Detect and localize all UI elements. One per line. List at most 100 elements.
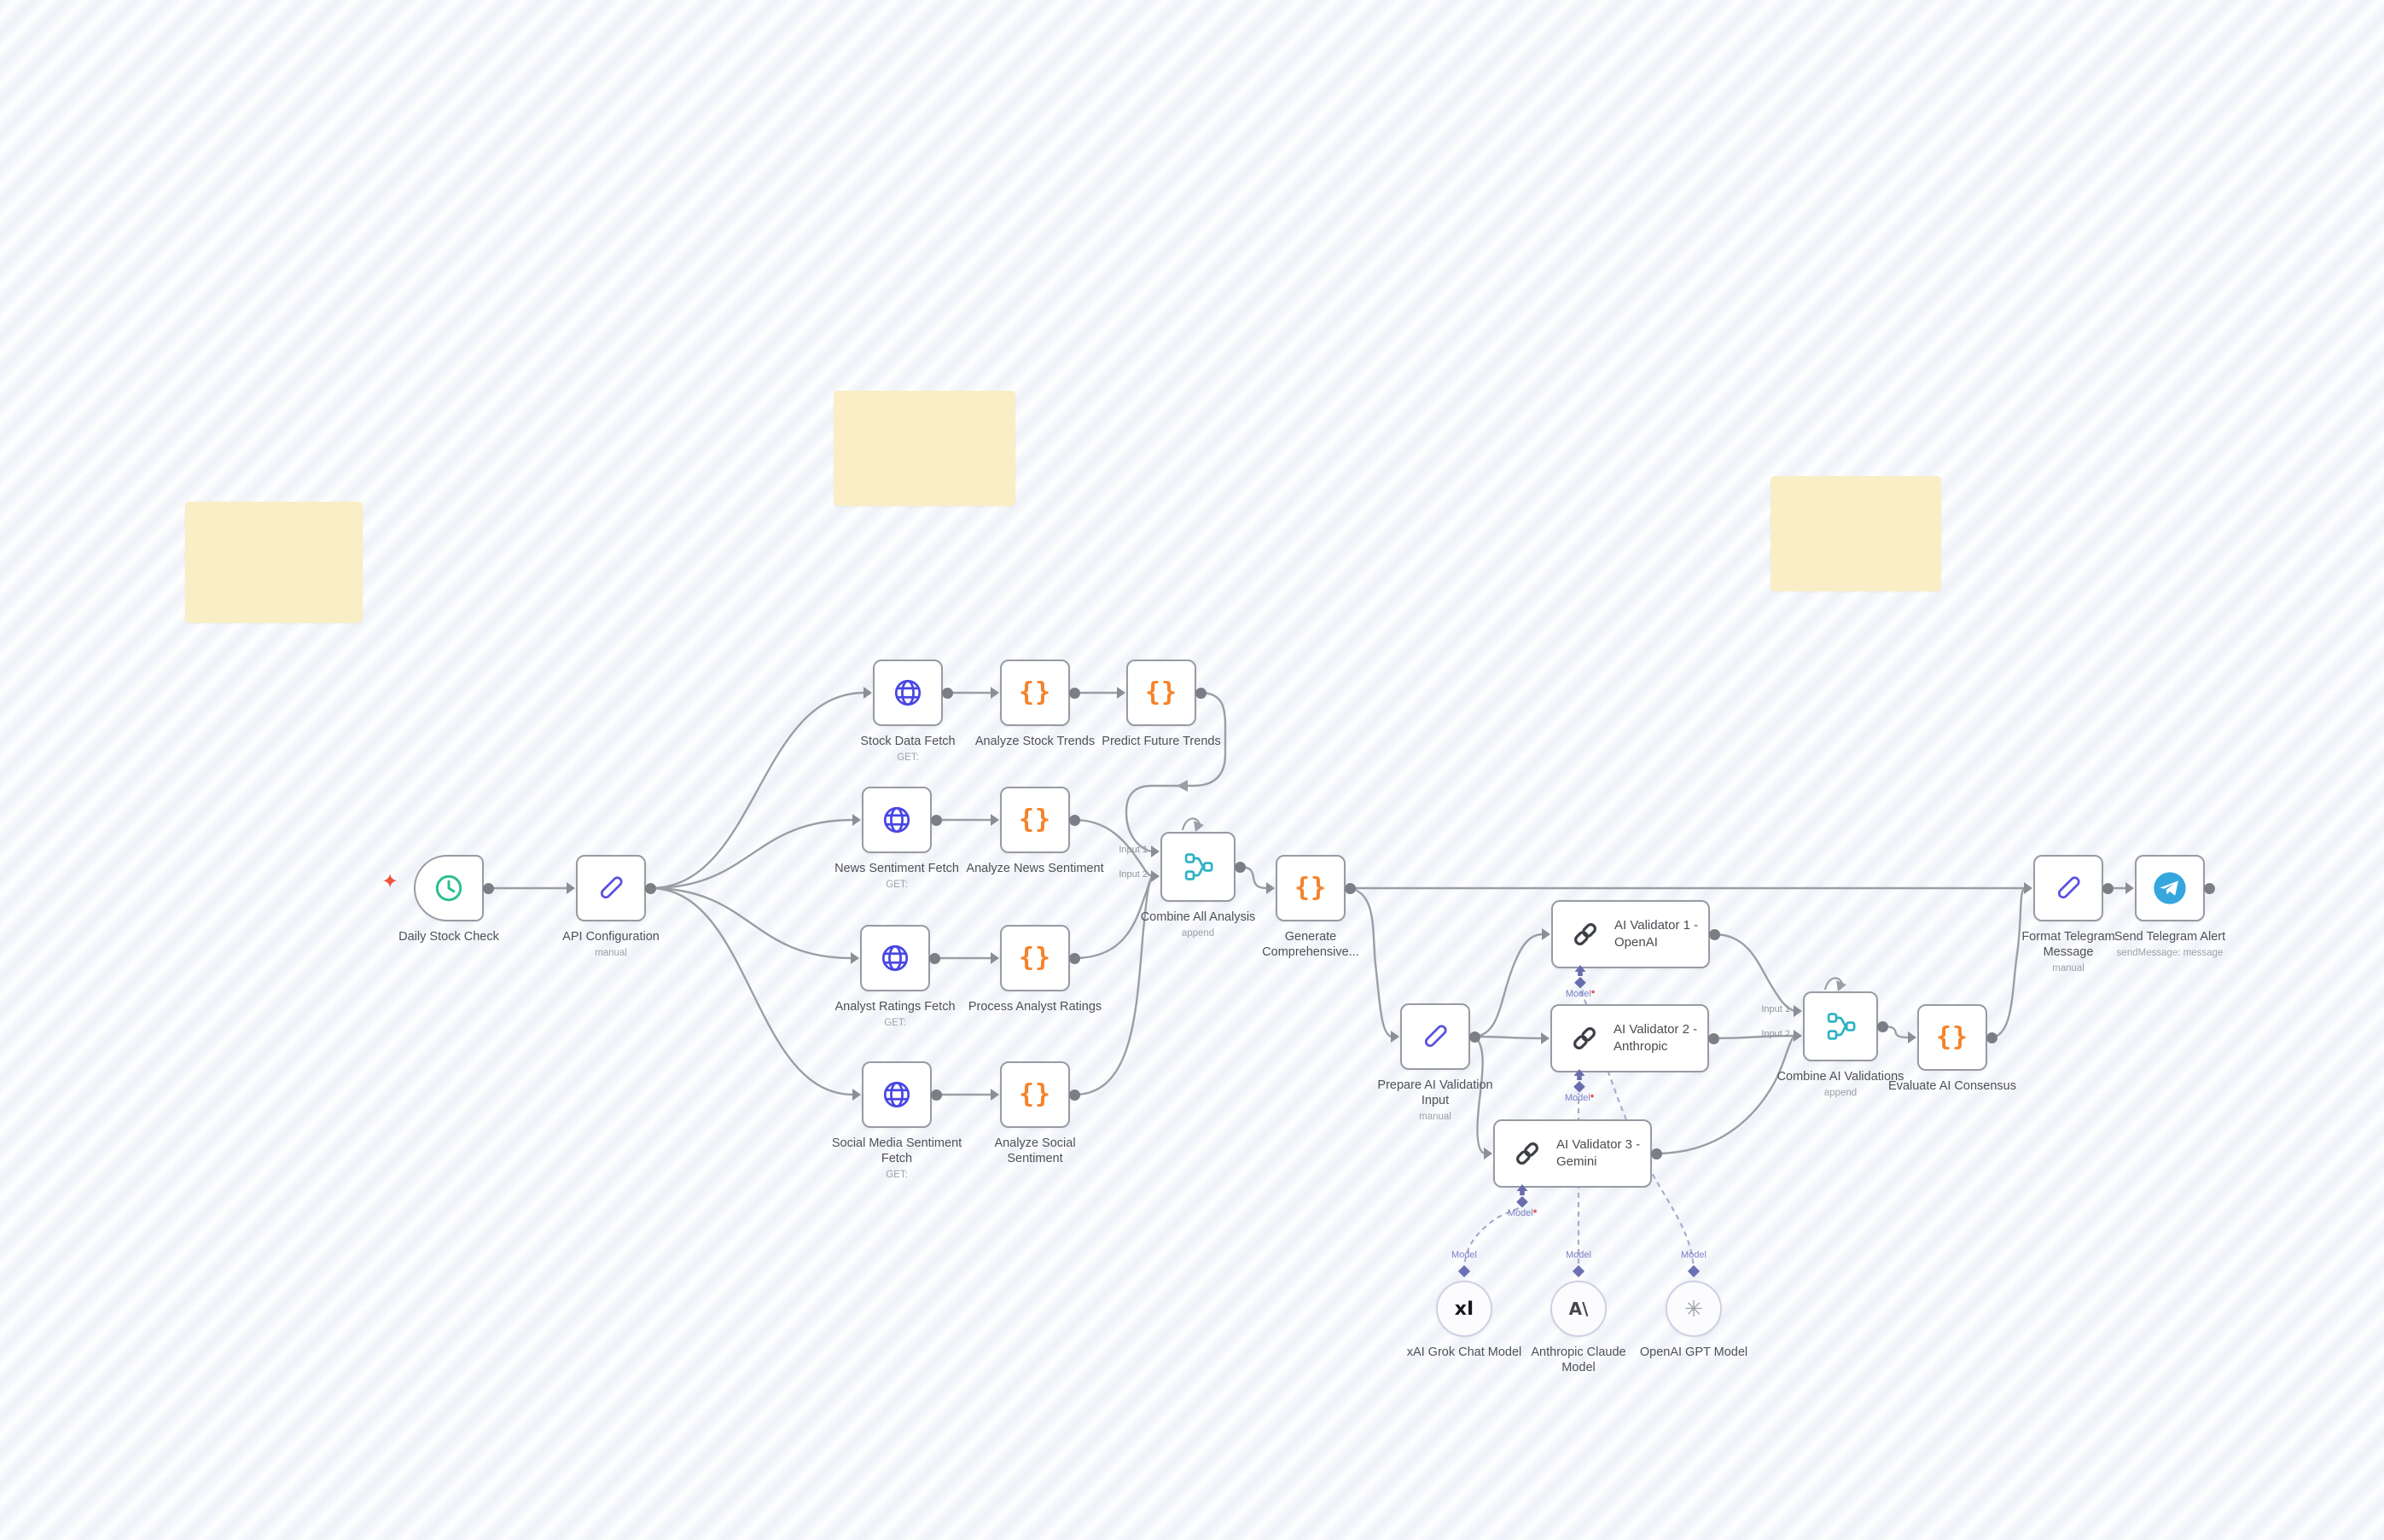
node-gc[interactable]: {}Generate Comprehensive...	[1262, 855, 1359, 959]
output-port[interactable]	[1708, 1032, 1719, 1044]
node-box[interactable]: ✳	[1666, 1281, 1722, 1337]
output-port[interactable]	[1235, 861, 1246, 873]
output-port[interactable]	[1986, 1032, 1997, 1043]
node-ass[interactable]: {}Analyze Social Sentiment	[991, 1061, 1080, 1165]
node-v2[interactable]: AI Validator 2 - Anthropic Model*	[1541, 1004, 1719, 1103]
input-port[interactable]	[991, 814, 999, 826]
model-port[interactable]	[1573, 965, 1587, 992]
input-port[interactable]	[1541, 1032, 1550, 1044]
input-port[interactable]	[2125, 882, 2134, 894]
node-box[interactable]	[576, 855, 646, 921]
node-box[interactable]: AI Validator 1 - OpenAI	[1551, 900, 1710, 968]
node-box[interactable]: {}	[1917, 1004, 1987, 1071]
node-box[interactable]: {}	[1000, 787, 1070, 853]
node-box[interactable]	[2033, 855, 2103, 921]
output-port[interactable]	[942, 687, 953, 699]
input-port[interactable]	[1151, 870, 1160, 882]
input-port[interactable]	[863, 687, 872, 699]
connection-xgm-v3[interactable]	[1462, 1206, 1520, 1272]
input-port[interactable]	[1484, 1148, 1492, 1159]
output-port[interactable]	[931, 814, 942, 826]
node-box[interactable]	[1803, 991, 1878, 1061]
node-par[interactable]: {}Process Analyst Ratings	[968, 925, 1102, 1014]
sticky-note[interactable]	[1771, 476, 1941, 591]
input-port[interactable]	[1794, 1005, 1802, 1017]
connection-pavi-v1[interactable]	[1474, 933, 1544, 1038]
model-port[interactable]	[1573, 1069, 1586, 1096]
connection-pft-caa[interactable]	[1125, 691, 1227, 853]
connection-ans-caa[interactable]	[1073, 818, 1153, 878]
input-port[interactable]	[1391, 1031, 1399, 1043]
node-box[interactable]: AI Validator 2 - Anthropic	[1550, 1004, 1709, 1072]
input-port[interactable]	[991, 1089, 999, 1101]
output-port[interactable]	[1469, 1031, 1480, 1043]
output-port[interactable]	[2204, 882, 2215, 894]
node-box[interactable]: A\	[1550, 1281, 1607, 1337]
output-port[interactable]	[1877, 1020, 1888, 1032]
node-box[interactable]	[862, 1061, 932, 1128]
input-port[interactable]	[2024, 882, 2032, 894]
output-port[interactable]	[483, 882, 494, 894]
sticky-note[interactable]	[185, 502, 363, 623]
input-port[interactable]	[852, 1089, 861, 1101]
input-port[interactable]	[1151, 846, 1160, 857]
input-port[interactable]	[1266, 882, 1275, 894]
output-port[interactable]	[1069, 1089, 1080, 1101]
connection-api-arf[interactable]	[649, 886, 852, 960]
connection-eac-ftm[interactable]	[1991, 886, 2026, 1039]
output-port[interactable]	[645, 882, 656, 894]
connection-v3-cav[interactable]	[1655, 1035, 1795, 1155]
node-eac[interactable]: {}Evaluate AI Consensus	[1888, 1004, 2016, 1093]
input-port[interactable]	[851, 952, 859, 964]
output-port[interactable]	[1709, 928, 1720, 940]
node-box[interactable]: {}	[1000, 660, 1070, 726]
output-port[interactable]	[1651, 1148, 1662, 1159]
model-port[interactable]	[1515, 1184, 1529, 1212]
input-port[interactable]	[1908, 1032, 1916, 1043]
connection-v2-cav[interactable]	[1712, 1034, 1795, 1040]
node-box[interactable]	[414, 855, 484, 921]
node-box[interactable]	[860, 925, 930, 991]
connection-pavi-v2[interactable]	[1474, 1035, 1543, 1040]
output-port[interactable]	[931, 1089, 942, 1101]
output-port[interactable]	[1345, 882, 1356, 894]
node-ans[interactable]: {}Analyze News Sentiment	[966, 787, 1104, 875]
connection-pavi-v3[interactable]	[1474, 1036, 1486, 1155]
node-box[interactable]: AI Validator 3 - Gemini	[1493, 1119, 1652, 1188]
input-port[interactable]	[567, 882, 575, 894]
node-box[interactable]: {}	[1276, 855, 1346, 921]
input-port[interactable]	[991, 952, 999, 964]
input-port[interactable]	[1117, 687, 1125, 699]
node-box[interactable]	[862, 787, 932, 853]
connection-api-nsf[interactable]	[649, 818, 854, 890]
node-box[interactable]	[1400, 1003, 1470, 1070]
connection-gc-pavi[interactable]	[1349, 886, 1393, 1038]
node-box[interactable]	[2135, 855, 2205, 921]
output-port[interactable]	[2102, 882, 2114, 894]
sticky-note[interactable]	[834, 391, 1015, 506]
node-box[interactable]	[873, 660, 943, 726]
node-box[interactable]: {}	[1000, 925, 1070, 991]
connection-ass-caa[interactable]	[1073, 877, 1154, 1096]
node-box[interactable]	[1160, 832, 1236, 902]
node-pft[interactable]: {}Predict Future Trends	[1102, 660, 1221, 748]
node-box[interactable]: {}	[1126, 660, 1196, 726]
node-ast[interactable]: {}Analyze Stock Trends	[975, 660, 1095, 748]
node-box[interactable]: xI	[1436, 1281, 1492, 1337]
connection-api-sdf[interactable]	[649, 691, 865, 890]
input-port[interactable]	[1794, 1030, 1802, 1042]
